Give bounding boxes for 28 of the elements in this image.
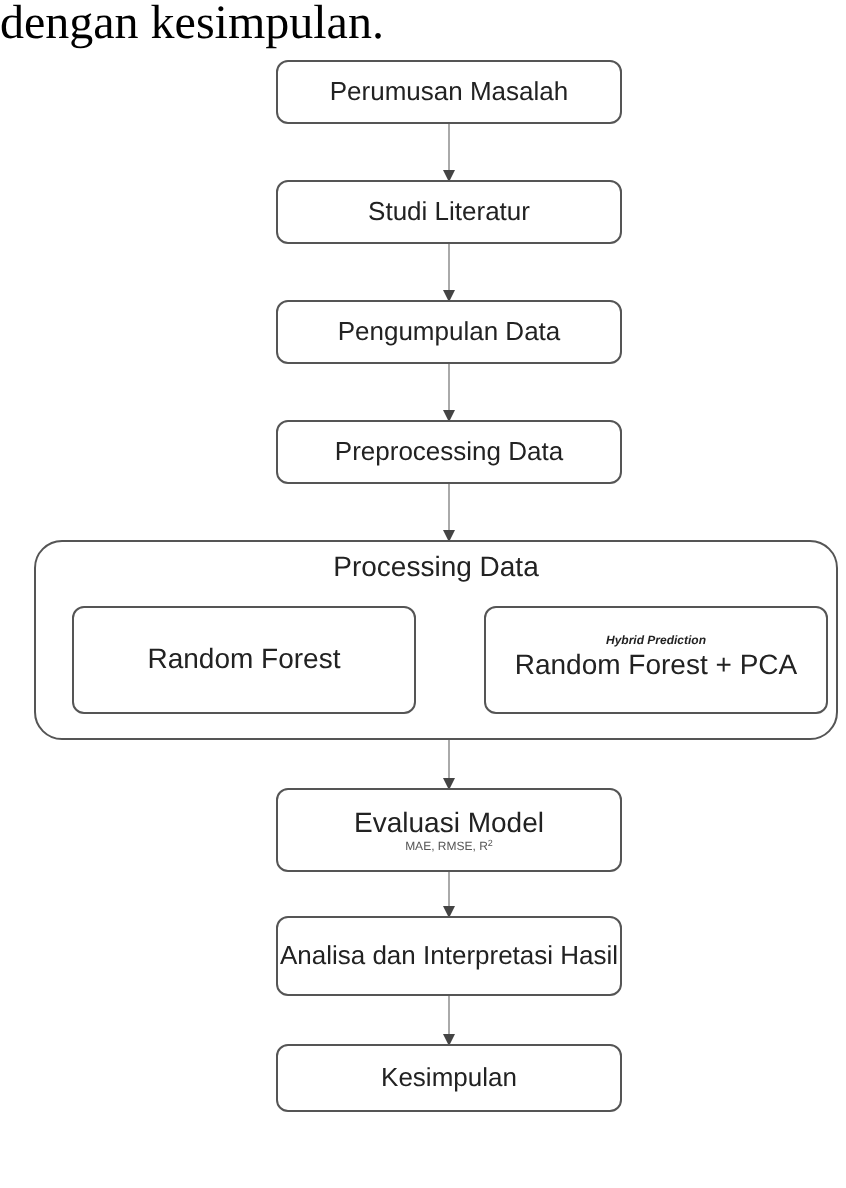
process-box <box>484 606 828 714</box>
node-label: Pengumpulan Data <box>337 315 561 349</box>
arrow <box>443 995 455 1046</box>
node-label: Analisa dan Interpretasi Hasil <box>279 939 619 973</box>
node-label: Perumusan Masalah <box>329 75 569 109</box>
body-text: dengan kesimpulan. <box>0 0 384 52</box>
arrow <box>443 363 455 422</box>
arrow <box>443 871 455 918</box>
arrow <box>443 739 455 790</box>
process-box <box>276 916 622 996</box>
arrow <box>443 243 455 302</box>
arrow <box>443 483 455 542</box>
process-box <box>276 788 622 872</box>
process-box <box>276 1044 622 1112</box>
node-label: Random Forest <box>147 642 341 678</box>
node-label: Kesimpulan <box>381 1061 517 1095</box>
node-label: Evaluasi Model <box>354 806 544 840</box>
node-label: Random Forest + PCA <box>514 648 798 684</box>
node-label: Studi Literatur <box>368 195 530 229</box>
node-label: Preprocessing Data <box>334 435 564 469</box>
node-label: Processing Data <box>333 550 539 585</box>
group-box <box>34 540 838 740</box>
process-box <box>72 606 416 714</box>
process-box <box>276 420 622 484</box>
process-box <box>276 60 622 124</box>
process-box <box>276 300 622 364</box>
process-box <box>276 180 622 244</box>
arrow <box>443 123 455 182</box>
